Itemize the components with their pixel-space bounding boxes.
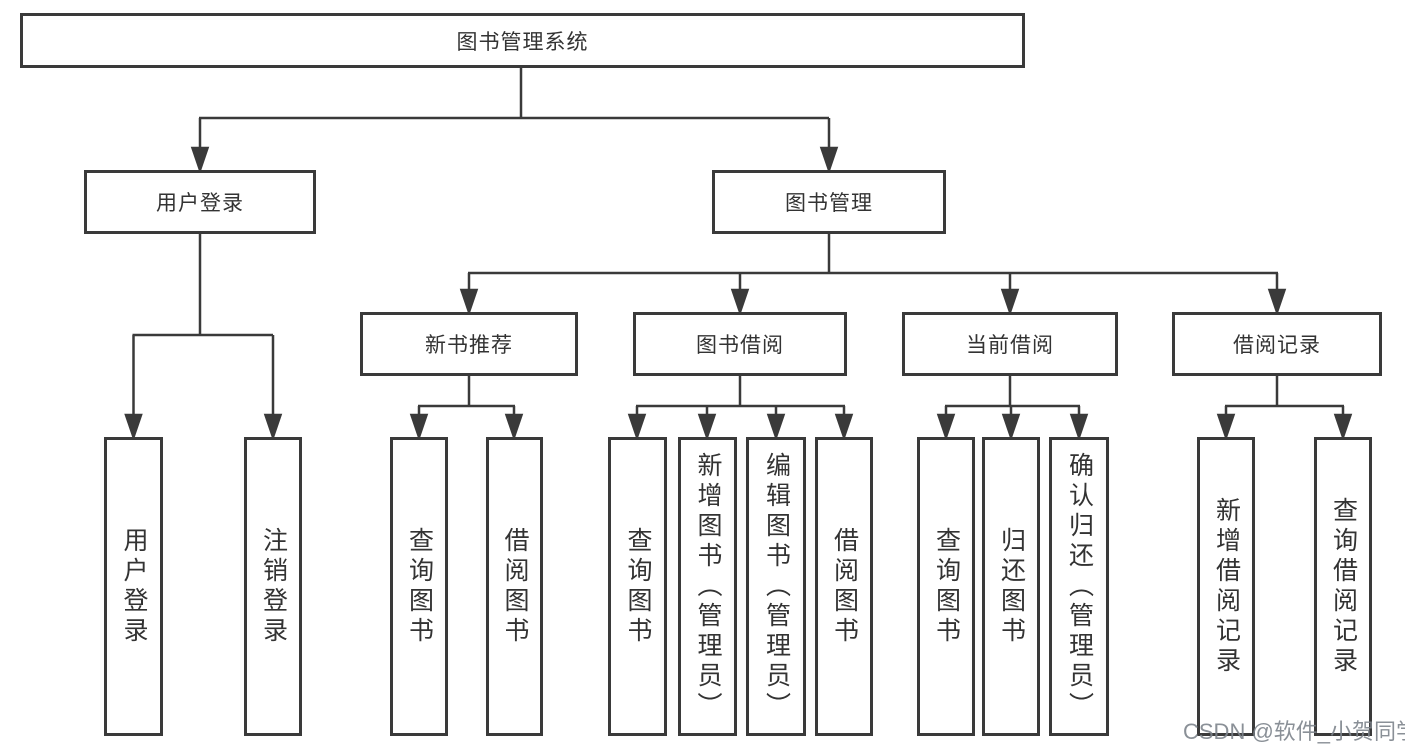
- node-book-management: 图书管理: [712, 170, 946, 234]
- leaf-borrow-book-1: 借阅图书: [486, 437, 543, 736]
- leaf-return-book: 归还图书: [982, 437, 1040, 736]
- connector-book-borrow-to-leaves: [627, 376, 854, 441]
- leaf-query-book-1: 查询图书: [390, 437, 448, 736]
- leaf-edit-book-admin: 编辑图书（管理员）: [746, 437, 806, 736]
- connector-new-book-to-leaves: [409, 376, 524, 441]
- connector-user-login-to-leaves: [124, 234, 283, 441]
- node-borrow-records: 借阅记录: [1172, 312, 1382, 376]
- node-user-login: 用户登录: [84, 170, 316, 234]
- leaf-query-book-2: 查询图书: [608, 437, 667, 736]
- node-book-borrow: 图书借阅: [633, 312, 847, 376]
- leaf-borrow-book-2: 借阅图书: [815, 437, 873, 736]
- leaf-add-borrow-record: 新增借阅记录: [1197, 437, 1255, 736]
- leaf-user-login: 用户登录: [104, 437, 163, 736]
- connector-book-mgmt-to-level3: [459, 234, 1287, 316]
- node-root-system: 图书管理系统: [20, 13, 1025, 68]
- leaf-query-borrow-record: 查询借阅记录: [1314, 437, 1372, 736]
- leaf-query-book-3: 查询图书: [917, 437, 975, 736]
- connector-borrow-records-to-leaves: [1216, 376, 1353, 441]
- leaf-add-book-admin: 新增图书（管理员）: [678, 437, 737, 736]
- leaf-confirm-return-admin: 确认归还（管理员）: [1049, 437, 1109, 736]
- csdn-watermark: CSDN @软件_小贺同学: [1183, 719, 1405, 744]
- node-current-borrow: 当前借阅: [902, 312, 1118, 376]
- connector-current-borrow-to-leaves: [936, 376, 1089, 441]
- connector-root-to-level2: [190, 68, 839, 174]
- node-new-book-recommend: 新书推荐: [360, 312, 578, 376]
- leaf-logout: 注销登录: [244, 437, 302, 736]
